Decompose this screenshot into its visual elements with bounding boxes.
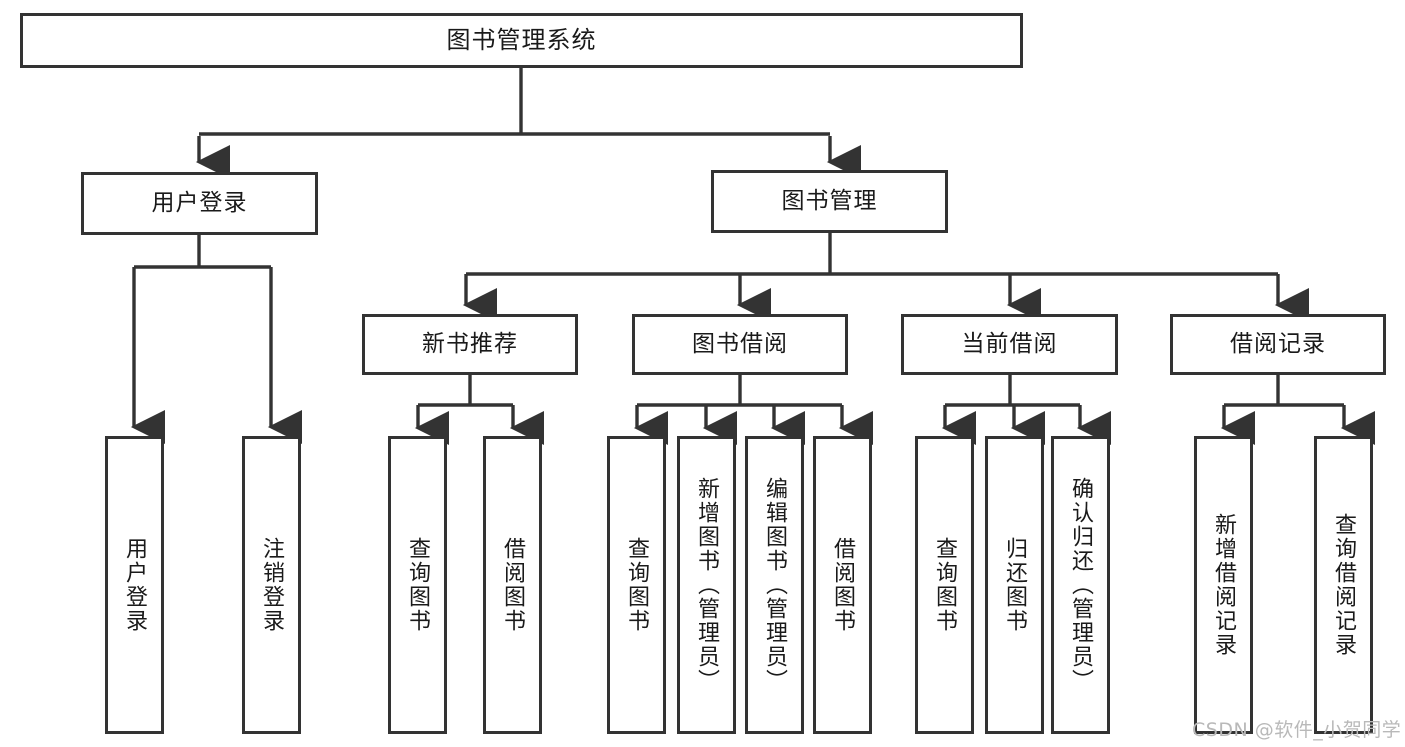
- node-leaf-user-login[interactable]: 用户登录: [105, 436, 164, 734]
- node-label: 查询图书: [624, 537, 650, 633]
- node-label: 图书管理: [781, 187, 878, 214]
- node-label: 借阅记录: [1230, 330, 1326, 357]
- node-borrow-record[interactable]: 借阅记录: [1170, 314, 1386, 375]
- node-label: 确认归还（管理员）: [1068, 477, 1094, 693]
- node-leaf-query-book-current[interactable]: 查询图书: [915, 436, 974, 734]
- node-new-book-recommend[interactable]: 新书推荐: [362, 314, 578, 375]
- node-label: 图书借阅: [692, 330, 788, 357]
- node-user-login[interactable]: 用户登录: [81, 172, 318, 235]
- node-label: 用户登录: [151, 189, 248, 216]
- node-root-book-management-system[interactable]: 图书管理系统: [20, 13, 1023, 68]
- node-label: 借阅图书: [500, 537, 526, 633]
- node-label: 当前借阅: [961, 330, 1058, 357]
- node-leaf-query-book-borrow[interactable]: 查询图书: [607, 436, 666, 734]
- node-leaf-query-borrow-record[interactable]: 查询借阅记录: [1314, 436, 1373, 734]
- csdn-watermark: CSDN @软件_小贺同学: [1192, 719, 1402, 741]
- node-label: 查询借阅记录: [1331, 513, 1357, 657]
- node-leaf-edit-book[interactable]: 编辑图书（管理员）: [745, 436, 804, 734]
- node-leaf-borrow-book[interactable]: 借阅图书: [813, 436, 872, 734]
- node-label: 用户登录: [122, 537, 148, 633]
- node-leaf-logout-login[interactable]: 注销登录: [242, 436, 301, 734]
- node-current-borrow[interactable]: 当前借阅: [901, 314, 1118, 375]
- node-label: 新增借阅记录: [1211, 513, 1237, 657]
- node-book-borrow[interactable]: 图书借阅: [632, 314, 848, 375]
- node-leaf-confirm-return[interactable]: 确认归还（管理员）: [1051, 436, 1110, 734]
- node-label: 查询图书: [405, 537, 431, 633]
- node-label: 图书管理系统: [446, 26, 597, 55]
- node-leaf-return-book[interactable]: 归还图书: [985, 436, 1044, 734]
- node-label: 新增图书（管理员）: [694, 477, 720, 693]
- node-label: 编辑图书（管理员）: [762, 477, 788, 693]
- node-leaf-add-borrow-record[interactable]: 新增借阅记录: [1194, 436, 1253, 734]
- node-leaf-query-book-recommend[interactable]: 查询图书: [388, 436, 447, 734]
- node-label: 新书推荐: [422, 330, 518, 357]
- node-book-management[interactable]: 图书管理: [711, 170, 948, 233]
- node-label: 归还图书: [1002, 537, 1028, 633]
- node-label: 借阅图书: [830, 537, 856, 633]
- node-leaf-add-book[interactable]: 新增图书（管理员）: [677, 436, 736, 734]
- node-leaf-borrow-book-recommend[interactable]: 借阅图书: [483, 436, 542, 734]
- node-label: 注销登录: [259, 537, 285, 633]
- node-label: 查询图书: [932, 537, 958, 633]
